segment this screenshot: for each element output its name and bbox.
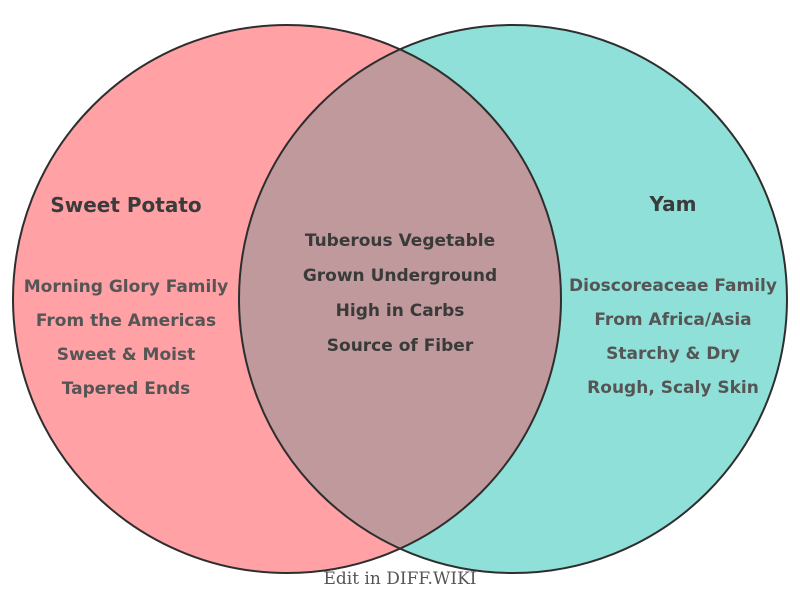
right-circle-outline	[238, 24, 788, 574]
left-items: Morning Glory Family From the Americas S…	[24, 270, 228, 406]
left-item: Morning Glory Family	[23, 277, 229, 297]
left-circle-outline	[12, 24, 562, 574]
overlap-item: Tuberous Vegetable	[304, 231, 496, 251]
right-item: Dioscoreaceae Family	[569, 276, 777, 296]
right-items: Dioscoreaceae Family From Africa/Asia St…	[569, 269, 777, 405]
right-item: Starchy & Dry	[606, 344, 740, 364]
right-circle-title: Yam	[649, 192, 697, 216]
edit-link[interactable]: Edit in DIFF.WIKI	[323, 569, 477, 589]
left-item: From the Americas	[35, 311, 217, 331]
overlap-item: Grown Underground	[302, 266, 498, 286]
overlap-item: High in Carbs	[335, 301, 465, 321]
left-circle-title: Sweet Potato	[50, 193, 202, 217]
left-item: Tapered Ends	[61, 379, 191, 399]
overlap-region	[238, 49, 562, 549]
left-item: Sweet & Moist	[56, 345, 196, 365]
overlap-item: Source of Fiber	[326, 336, 474, 356]
right-item: From Africa/Asia	[594, 310, 752, 330]
overlap-items: Tuberous Vegetable Grown Underground Hig…	[303, 224, 497, 364]
right-item: Rough, Scaly Skin	[587, 378, 759, 398]
